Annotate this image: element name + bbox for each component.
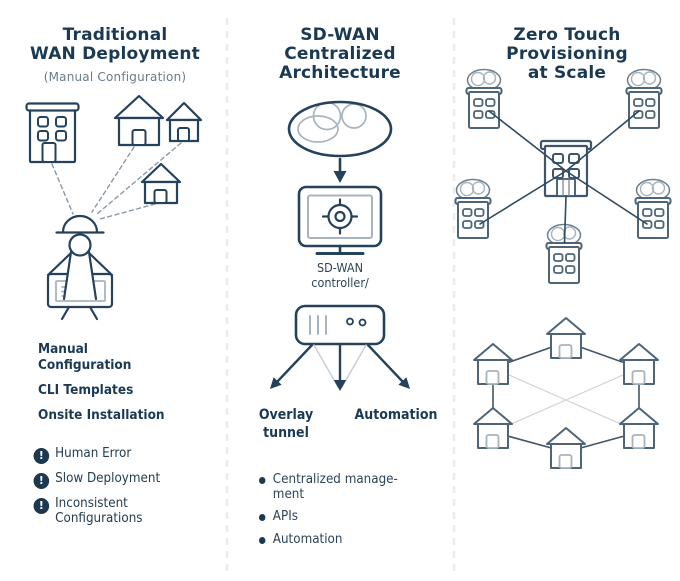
feature-cli-templates: CLI Templates <box>38 382 134 398</box>
issue-text: Human Error <box>55 446 132 461</box>
bullet-automation: Automation <box>259 532 342 547</box>
issue-text: Slow Deployment <box>55 471 161 486</box>
server-icon <box>294 304 386 346</box>
branch-building-icon <box>545 223 583 284</box>
bullet-text: Automation <box>272 532 343 547</box>
mesh-house-icon <box>546 317 586 359</box>
bullet-dot-icon <box>259 476 266 484</box>
traditional-title: Traditional WAN Deployment (Manual Confi… <box>30 26 200 87</box>
title-line: Provisioning <box>506 44 628 64</box>
hub-building-icon <box>539 139 593 198</box>
bullet-dot-icon <box>259 536 266 544</box>
hat-icon <box>61 214 99 234</box>
warning-icon: ! <box>33 447 50 464</box>
house-icon <box>165 101 203 143</box>
bullet-text: Centralized manage- ment <box>272 472 398 502</box>
title-line: WAN Deployment <box>30 44 200 64</box>
branch-building-icon <box>454 178 492 239</box>
hub-spoke-topology <box>454 68 672 284</box>
overlay-tunnel-label: Overlay tunnel <box>258 407 314 441</box>
monitor-icon <box>297 185 383 255</box>
title-line: Zero Touch <box>513 25 621 45</box>
office-building-icon <box>25 102 80 164</box>
title-line: Traditional <box>62 25 168 45</box>
title-line: Architecture <box>279 63 401 83</box>
distribution-arrows <box>270 343 410 391</box>
issue-inconsistent-configurations: ! Inconsistent Configurations <box>33 496 143 526</box>
bullet-apis: APIs <box>259 509 298 524</box>
zerotouch-column-art <box>454 68 672 469</box>
mesh-house-icon <box>473 407 513 449</box>
mesh-house-icon <box>619 343 659 385</box>
title-line: at Scale <box>527 63 607 83</box>
mesh-topology <box>473 317 659 469</box>
traditional-subtitle: (Manual Configuration) <box>43 70 187 84</box>
torso-shape <box>64 252 96 299</box>
down-arrow-icon <box>333 157 347 183</box>
crosshair-icon <box>321 198 359 235</box>
feature-manual-configuration: Manual Configuration <box>38 341 132 373</box>
issue-human-error: ! Human Error <box>33 446 132 464</box>
bullet-dot-icon <box>259 513 266 521</box>
traditional-column-art <box>25 94 203 321</box>
warning-icon: ! <box>33 497 50 514</box>
issue-slow-deployment: ! Slow Deployment <box>33 471 161 489</box>
branch-building-icon <box>625 68 663 129</box>
sdwan-title: SD-WAN Centralized Architecture <box>279 26 401 83</box>
dashed-link-lines <box>51 142 182 220</box>
feature-onsite-installation: Onsite Installation <box>38 407 165 423</box>
sdwan-controller-label: SD-WAN controller/ <box>311 260 369 290</box>
cloud-icon <box>287 100 393 158</box>
house-icon <box>113 94 165 147</box>
mesh-house-icon <box>546 427 586 469</box>
warning-icon: ! <box>33 472 50 489</box>
head-shape <box>68 233 92 257</box>
zerotouch-title: Zero Touch Provisioning at Scale <box>506 26 628 83</box>
automation-label: Automation <box>354 407 438 423</box>
title-line: Centralized <box>284 44 396 64</box>
sdwan-column-art <box>270 100 410 391</box>
branch-building-icon <box>465 68 503 129</box>
branch-building-icon <box>634 178 672 239</box>
mesh-house-icon <box>619 407 659 449</box>
mesh-diagonal-lines <box>492 367 640 433</box>
technician-laptop-icon <box>46 214 114 321</box>
bullet-centralized-management: Centralized manage- ment <box>259 472 398 502</box>
bullet-text: APIs <box>272 509 298 524</box>
title-line: SD-WAN <box>300 25 380 45</box>
spoke-lines <box>479 110 648 244</box>
column-dividers <box>225 18 456 576</box>
issue-text: Inconsistent Configurations <box>55 496 143 526</box>
house-icon <box>140 162 182 205</box>
mesh-house-icon <box>473 343 513 385</box>
